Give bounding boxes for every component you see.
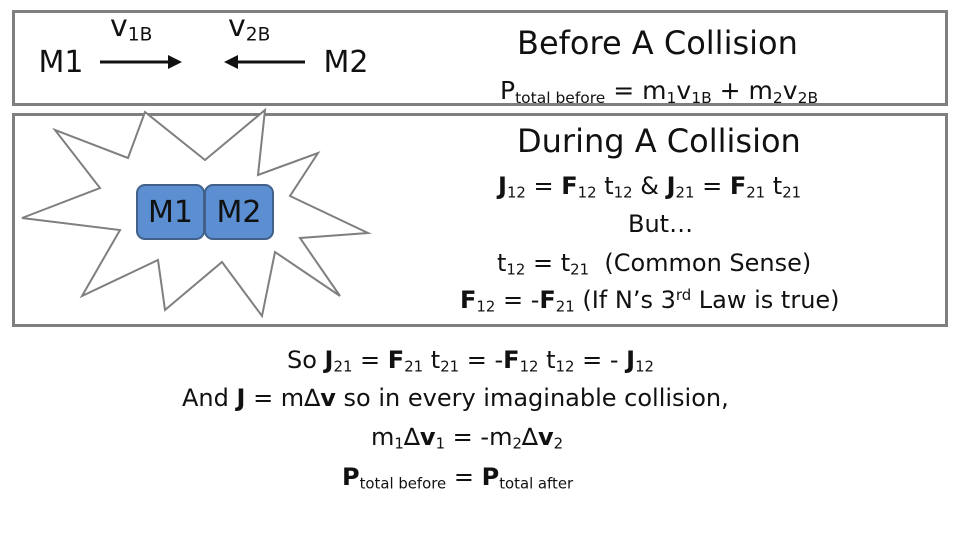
mass-m1-during-label: M1 <box>148 194 193 230</box>
mass-m1-before: M1 <box>26 34 96 90</box>
during-line-2: But… <box>628 210 694 238</box>
mass-m2-before: M2 <box>308 34 384 90</box>
before-equation: Ptotal before = m1v1B + m2v2B <box>500 76 819 107</box>
during-line-3: t12 = t21 (Common Sense) <box>497 249 812 279</box>
v2b-label: v2B <box>228 9 271 46</box>
during-line-4: F12 = -F21 (If N’s 3rd Law is true) <box>460 285 840 316</box>
mass-m1-during: M1 <box>136 184 205 240</box>
velocity-arrows <box>100 55 305 69</box>
conclusion-line-3: m1∆v1 = -m2∆v2 <box>371 423 564 453</box>
conclusion-line-4: Ptotal before = Ptotal after <box>342 463 574 493</box>
mass-m2-label: M2 <box>323 44 369 80</box>
v1b-arrowhead <box>168 55 182 69</box>
during-title: During A Collision <box>517 122 801 160</box>
before-frame <box>12 10 948 106</box>
v2b-arrowhead <box>224 55 238 69</box>
during-frame <box>12 113 948 327</box>
conclusion-line-2: And J = m∆v so in every imaginable colli… <box>182 384 729 412</box>
mass-m2-during-label: M2 <box>216 194 262 230</box>
v1b-label: v1B <box>110 9 153 46</box>
before-title: Before A Collision <box>517 24 798 62</box>
mass-m2-during: M2 <box>204 184 274 240</box>
collision-burst-icon <box>21 107 372 319</box>
mass-m1-label: M1 <box>38 44 84 80</box>
conclusion-line-1: So J21 = F21 t21 = -F12 t12 = - J12 <box>287 346 655 376</box>
during-line-1: J12 = F12 t12 & J21 = F21 t21 <box>498 172 802 202</box>
